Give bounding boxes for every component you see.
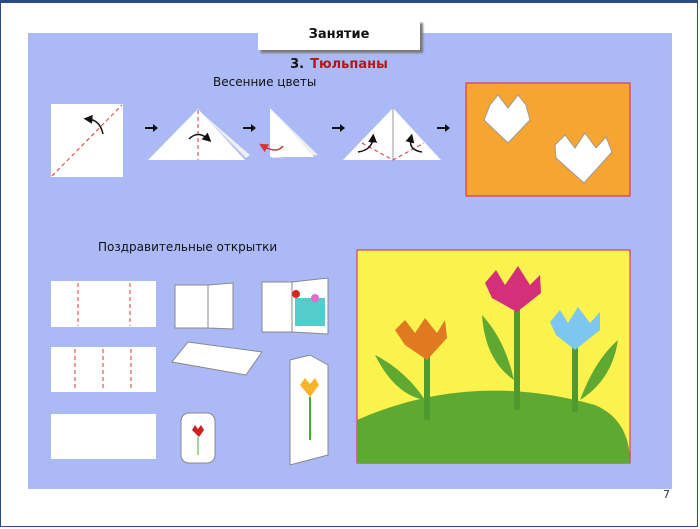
section-title-spring-flowers: Весенние цветы (213, 75, 317, 89)
step-arrows (145, 124, 450, 132)
lesson-label: Занятие 3. (290, 27, 370, 72)
orange-result-card (465, 82, 631, 197)
step-triangle (148, 109, 250, 160)
step-folded-triangle (343, 108, 441, 161)
page-number: 7 (663, 488, 670, 501)
step-half-triangle (259, 108, 318, 158)
card-steps (51, 277, 329, 466)
step-square (51, 104, 123, 177)
yellow-tulip-card (356, 249, 631, 464)
section-title-greeting-cards: Поздравительные открытки (98, 240, 278, 254)
lesson-topic: Тюльпаны (310, 57, 388, 72)
page-title: Занятие 3.Тюльпаны (258, 20, 420, 72)
